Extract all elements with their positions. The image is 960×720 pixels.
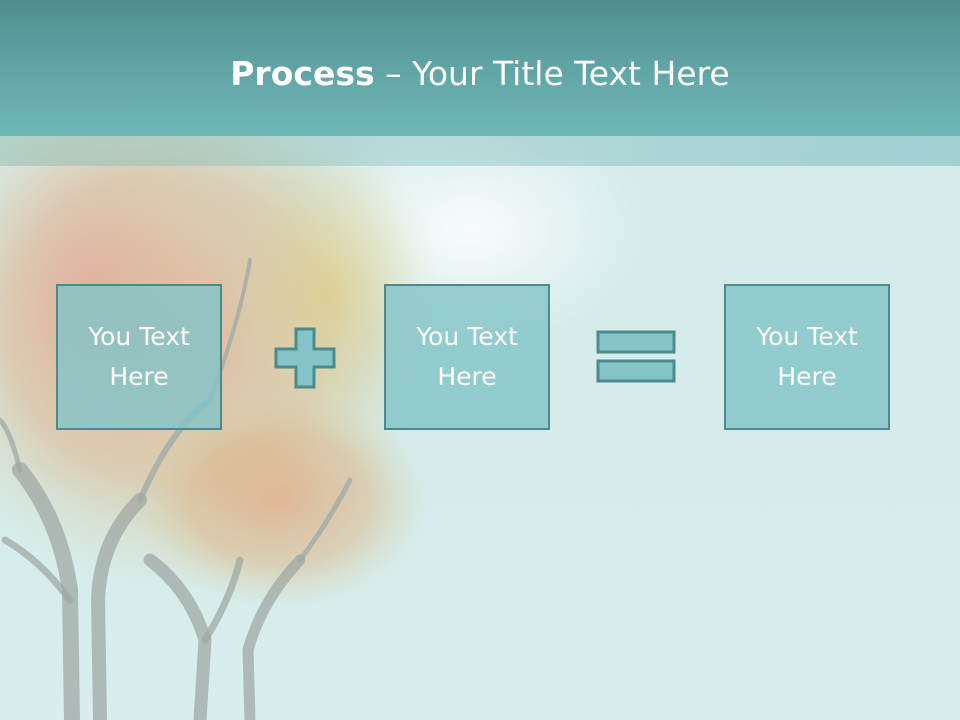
title-bar: Process – Your Title Text Here (0, 0, 960, 136)
title-bold: Process (230, 54, 375, 93)
slide-title: Process – Your Title Text Here (0, 52, 960, 96)
process-box-1-text: You Text Here (88, 322, 190, 391)
process-box-2-text: You Text Here (416, 322, 518, 391)
plus-icon (274, 327, 336, 389)
process-box-3-text: You Text Here (756, 322, 858, 391)
header-accent-band (0, 136, 960, 166)
title-text: Your Title Text Here (412, 54, 730, 93)
process-box-3[interactable]: You Text Here (724, 284, 890, 430)
equals-icon (596, 330, 676, 383)
process-box-1[interactable]: You Text Here (56, 284, 222, 430)
process-box-2[interactable]: You Text Here (384, 284, 550, 430)
title-separator: – (374, 54, 413, 93)
